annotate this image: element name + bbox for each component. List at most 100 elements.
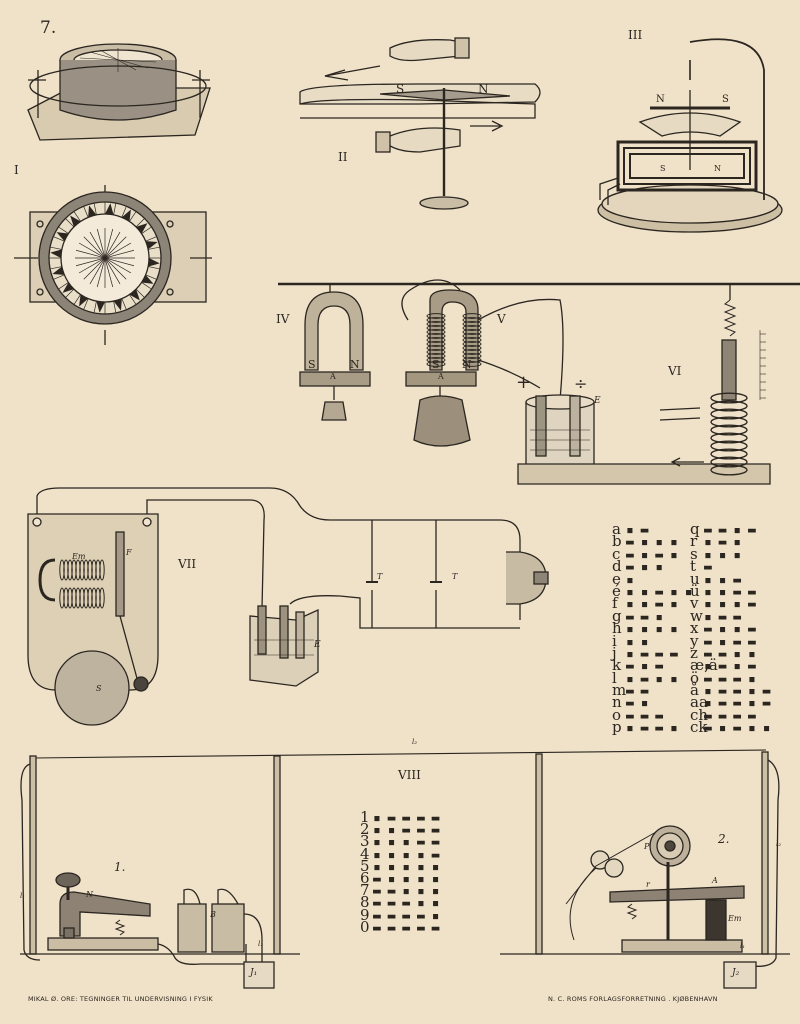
coil-turn — [462, 333, 482, 339]
rose-tick — [141, 282, 152, 290]
rose-tick — [129, 211, 137, 222]
morse-code: ▪ ▬ ▬ ▬ — [626, 646, 678, 662]
footer-publisher: N. C. ROMS FORLAGSFORRETNING . KJØBENHAV… — [548, 995, 718, 1003]
morse-code: ▪ ▪ ▪ ▪ ▬ — [373, 847, 439, 863]
morse-row: a▪ ▬ — [612, 521, 692, 538]
morse-code: ▬ ▬ ▬ ▬ ▬ — [373, 920, 439, 936]
galv-pole-s: S — [722, 94, 729, 105]
rose-tick — [93, 203, 97, 215]
rose-line — [75, 249, 135, 267]
morse-row: 4▪ ▪ ▪ ▪ ▬ — [360, 846, 439, 863]
coil-turn — [426, 325, 446, 331]
coil-turn — [462, 321, 482, 327]
morse-code: ▪ ▬ — [626, 523, 648, 538]
morse-code: ▬ — [704, 560, 712, 576]
morse-code: ▪ ▪ ▬ ▬ ▬ — [373, 823, 439, 839]
battery-label-e: E — [594, 396, 601, 406]
coil-turn — [710, 424, 748, 436]
morse-character: z — [690, 643, 698, 662]
morse-table-numbers: 1▪ ▬ ▬ ▬ ▬2▪ ▪ ▬ ▬ ▬3▪ ▪ ▪ ▬ ▬4▪ ▪ ▪ ▪ ▬… — [360, 809, 439, 936]
morse-row: 7▬ ▬ ▪ ▪ ▪ — [360, 881, 439, 900]
rose-tick — [50, 266, 62, 270]
morse-row: t▬ — [690, 558, 770, 576]
morse-code: ▬ ▬ ▬ — [626, 708, 663, 724]
figure-label-ii: II — [338, 150, 348, 164]
morse-code: ▬ ▬ ▪ ▬ — [704, 523, 756, 538]
coil-turn — [426, 353, 446, 359]
morse-character: 7 — [360, 881, 370, 900]
morse-row: f▪ ▪ ▬ ▪ — [612, 596, 692, 612]
rose-tick — [58, 226, 69, 234]
magnet-pole-n: N — [350, 358, 360, 371]
morse-key — [47, 872, 247, 965]
line-label-l1-a: l₁ — [258, 940, 264, 948]
morse-row: r▪ ▬ ▪ — [690, 534, 770, 550]
rose-tick — [135, 288, 145, 298]
morse-row: 1▪ ▬ ▬ ▬ ▬ — [360, 809, 439, 825]
morse-code: ▬ ▬ ▬ ▬ ▪ — [373, 908, 439, 924]
rose-point — [52, 266, 65, 275]
morse-character: o — [612, 705, 622, 724]
morse-character: u — [690, 569, 700, 588]
battery-label-e-vii: E — [314, 640, 321, 650]
galv-pole-n: N — [656, 94, 665, 105]
morse-row: e▪ — [612, 569, 692, 588]
morse-character: e — [612, 569, 621, 588]
morse-row: i▪ ▪ — [612, 633, 692, 649]
coil-turn — [710, 408, 748, 420]
rose-point — [121, 209, 131, 222]
rose-tick — [113, 301, 117, 313]
electromagnet-weight — [401, 279, 564, 447]
needle-pole-s: S — [396, 82, 405, 96]
magnet-pole-s: S — [308, 358, 316, 371]
morse-row: h▪ ▪ ▪ ▪ — [612, 620, 692, 636]
rose-point — [56, 232, 69, 242]
coil-turn — [426, 317, 446, 323]
terminal-minus: ÷ — [574, 374, 588, 393]
coil-turn — [462, 341, 482, 347]
coil-turn — [462, 349, 482, 355]
battery-cell-vii — [249, 605, 319, 687]
battery-label-b: B — [210, 910, 216, 919]
morse-row: 9▬ ▬ ▬ ▬ ▪ — [360, 907, 439, 924]
morse-row: m▬ ▬ — [612, 682, 692, 698]
morse-row: æ,ä▪ ▬ ▪ ▬ — [690, 658, 770, 675]
bell-label-f: F — [126, 548, 132, 557]
rose-point — [88, 205, 97, 218]
coil-turn — [426, 341, 446, 347]
morse-character: 5 — [360, 856, 370, 875]
figure-label-iii: III — [628, 28, 643, 42]
rose-tick — [145, 236, 157, 242]
morse-code: ▪ ▪ ▪ ▬ — [704, 597, 756, 613]
morse-row: l▪ ▬ ▪ ▪ — [612, 670, 692, 686]
morse-row: v▪ ▪ ▪ ▬ — [690, 596, 770, 613]
coil-turn — [99, 559, 105, 581]
morse-code: ▬ ▬ ▬ ▪ — [704, 671, 756, 687]
coil-turn — [426, 329, 446, 335]
morse-code: ▪ ▬ ▪ ▬ — [704, 659, 756, 675]
ground-plate-j1 — [243, 961, 275, 989]
morse-row: d▬ ▪ ▪ — [612, 558, 692, 574]
morse-code: ▬ ▬ ▪ — [626, 609, 663, 625]
figure-label-v: V — [497, 312, 506, 326]
morse-row: k▬ ▪ ▬ — [612, 658, 692, 675]
morse-character: ck — [690, 718, 708, 737]
key-label-n: N — [86, 890, 93, 899]
morse-row: ch▬ ▬ ▬ ▬ — [690, 705, 770, 724]
coil-turn — [462, 361, 482, 367]
coil-turn — [710, 440, 748, 452]
figure-label-vi: VI — [668, 364, 682, 378]
armature-a-iv: A — [330, 372, 336, 381]
baseboard — [517, 463, 771, 485]
morse-row: u▪ ▪ ▬ — [690, 569, 770, 588]
rose-tick — [148, 266, 160, 270]
morse-code: ▪ — [626, 572, 634, 588]
morse-code: ▬ ▪ ▬ — [626, 659, 663, 675]
morse-row: x▬ ▪ ▪ ▬ — [690, 620, 770, 636]
bell-label-em: Em — [72, 552, 86, 561]
morse-character: q — [690, 520, 700, 538]
morse-row: 2▪ ▪ ▬ ▬ ▬ — [360, 821, 439, 839]
morse-character: ch — [690, 705, 709, 724]
rose-tick — [65, 218, 75, 228]
coil-turn — [462, 345, 482, 351]
